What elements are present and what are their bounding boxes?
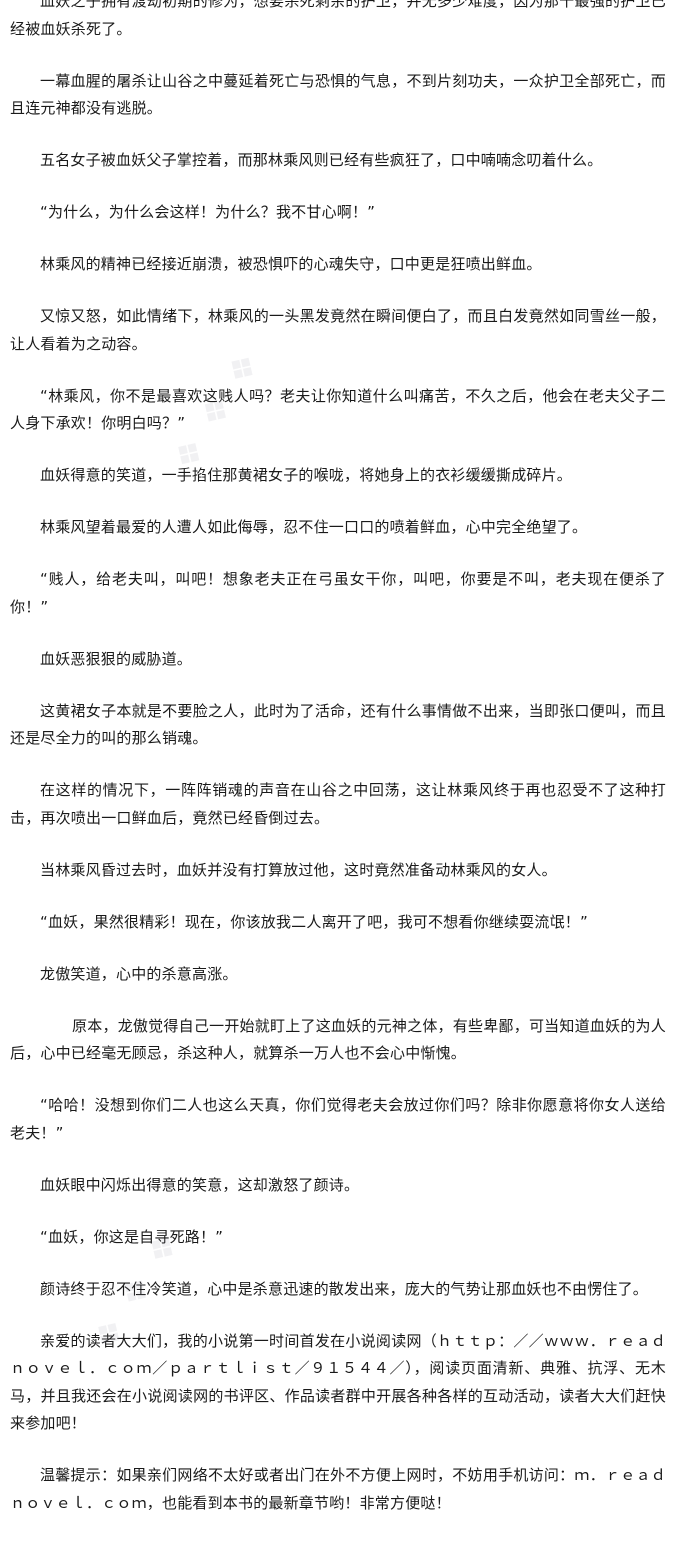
author-note: 亲爱的读者大大们，我的小说第一时间首发在小说阅读网（ｈｔｔｐ：／／ｗｗｗ．ｒｅａ… (10, 1331, 666, 1433)
paragraph: “为什么，为什么会这样！为什么？我不甘心啊！” (40, 203, 376, 221)
mobile-tip: 温馨提示：如果亲们网络不太好或者出门在外不方便上网时，不妨用手机访问：ｍ．ｒｅａ… (10, 1466, 666, 1512)
paragraph: “血妖，你这是自寻死路！” (40, 1227, 224, 1246)
paragraph: 龙傲笑道，心中的杀意高涨。 (40, 964, 238, 983)
paragraph: 当林乘风昏过去时，血妖并没有打算放过他，这时竟然准备动林乘风的女人。 (40, 860, 557, 879)
paragraph: 林乘风望着最爱的人遭人如此侮辱，忍不住一口口的喷着鲜血，心中完全绝望了。 (40, 518, 588, 536)
paragraph: 林乘风的精神已经接近崩溃，被恐惧吓的心魂失守，口中更是狂喷出鲜血。 (40, 255, 542, 273)
paragraph: 血妖之子拥有渡劫初期的修为，想要杀死剩余的护卫，并无多少难度，因为那十最强的护卫… (10, 0, 666, 38)
paragraph: 原本，龙傲觉得自己一开始就盯上了这血妖的元神之体，有些卑鄙，可当知道血妖的为人后… (10, 1016, 666, 1063)
paragraph: 血妖眼中闪烁出得意的笑意，这却激怒了颜诗。 (40, 1175, 360, 1194)
paragraph: 在这样的情况下，一阵阵销魂的声音在山谷之中回荡，这让林乘风终于再也忍受不了这种打… (10, 781, 666, 827)
paragraph: 血妖恶狠狠的威胁道。 (40, 649, 193, 668)
paragraph: 这黄裙女子本就是不要脸之人，此时为了活命，还有什么事情做不出来，当即张口便叫，而… (10, 701, 666, 748)
paragraph: 又惊又怒，如此情绪下，林乘风的一头黑发竟然在瞬间便白了，而且白发竟然如同雪丝一般… (10, 307, 666, 353)
paragraph: “林乘风，你不是最喜欢这贱人吗？老夫让你知道什么叫痛苦，不久之后，他会在老夫父子… (10, 386, 666, 433)
paragraph: “哈哈！没想到你们二人也这么天真，你们觉得老夫会放过你们吗？除非你愿意将你女人送… (10, 1096, 666, 1142)
paragraph: 五名女子被血妖父子掌控着，而那林乘风则已经有些疯狂了，口中喃喃念叨着什么。 (40, 151, 603, 169)
paragraph: “血妖，果然很精彩！现在，你该放我二人离开了吧，我可不想看你继续耍流氓！” (40, 912, 588, 931)
paragraph: 颜诗终于忍不住冷笑道，心中是杀意迅速的散发出来，庞大的气势让那血妖也不由愣住了。 (40, 1279, 649, 1298)
paragraph: 血妖得意的笑道，一手掐住那黄裙女子的喉咙，将她身上的衣衫缓缓撕成碎片。 (40, 466, 573, 484)
paragraph: 一幕血腥的屠杀让山谷之中蔓延着死亡与恐惧的气息，不到片刻功夫，一众护卫全部死亡，… (10, 71, 666, 118)
paragraph: “贱人，给老夫叫，叫吧！想象老夫正在弓虽女干你，叫吧，你要是不叫，老夫现在便杀了… (10, 570, 666, 616)
